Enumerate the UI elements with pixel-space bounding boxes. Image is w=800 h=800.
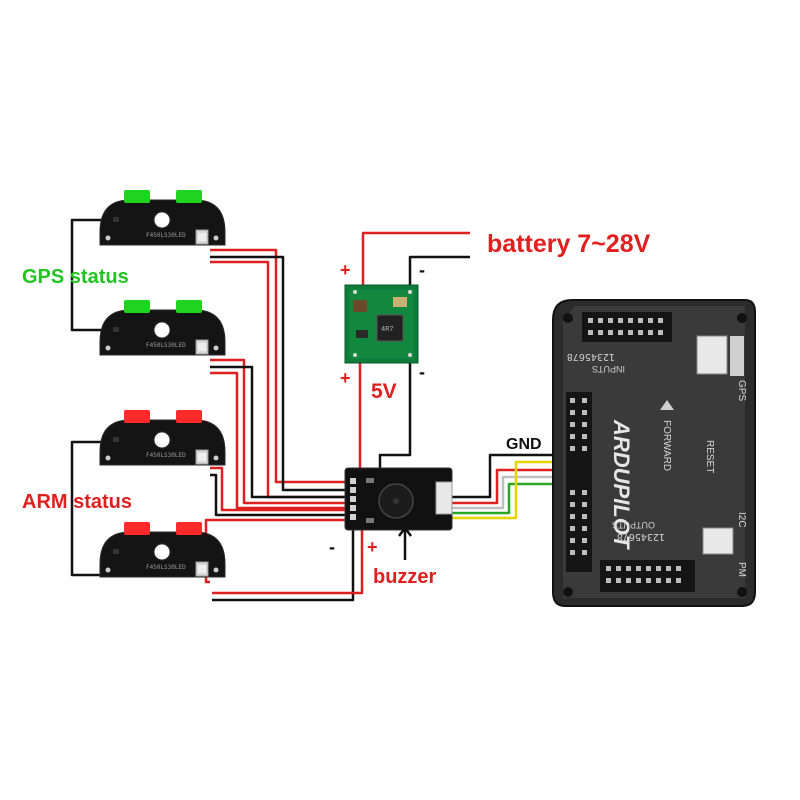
vout-label: 5V	[371, 380, 397, 403]
outputs-label: OUTPUTS	[612, 520, 655, 530]
led-board-arm-1: F450LS30LED	[99, 410, 226, 466]
i2c-port-label: I2C	[736, 512, 747, 528]
led-board-gps-1: F450LS30LED	[99, 190, 226, 246]
plus-label-input: +	[340, 260, 351, 280]
battery-positive-wire	[361, 231, 470, 286]
signal-wire-green	[452, 482, 575, 515]
battery-label: battery 7~28V	[487, 230, 651, 258]
minus-label-input: -	[419, 260, 425, 280]
gps-bracket	[70, 218, 112, 332]
battery-negative-wire	[408, 255, 470, 286]
buzzer-label: buzzer	[373, 566, 437, 588]
led-silk-label: F450LS30LED	[146, 342, 186, 349]
forward-arrow-icon	[660, 400, 674, 410]
led-silk-label: F450LS30LED	[146, 232, 186, 239]
plus-label-output: +	[340, 368, 351, 388]
reset-label: RESET	[704, 440, 715, 473]
signal-wire-red	[452, 468, 575, 505]
outputs-numbers: 12345678	[617, 531, 665, 542]
led-silk-label: F450LS30LED	[146, 564, 186, 571]
minus-label-module: -	[329, 537, 335, 557]
led-board-arm-2: F450LS30LED	[99, 522, 226, 578]
ardupilot-logo: ARDUPILOT	[609, 419, 634, 550]
module-negative-wire	[212, 530, 355, 602]
step-down-converter: 4R7	[344, 284, 419, 364]
minus-label-output: -	[419, 362, 425, 382]
inputs-numbers: 12345678	[567, 351, 615, 362]
flight-controller: 12345678 INPUTS ARDUPILOT FORWARD RESET …	[552, 299, 756, 607]
arm-status-label: ARM status	[22, 491, 132, 513]
led-silk-label: F450LS30LED	[146, 452, 186, 459]
wires	[70, 218, 575, 602]
forward-label: FORWARD	[661, 420, 672, 471]
led-board-gps-2: F450LS30LED	[99, 300, 226, 356]
inputs-label: INPUTS	[592, 364, 625, 374]
module-positive-wire	[212, 530, 364, 595]
signal-wire-yellow	[452, 460, 575, 520]
svg-text:4R7: 4R7	[381, 325, 394, 333]
gps-port-label: GPS	[736, 380, 747, 401]
gnd-label: GND	[506, 436, 542, 453]
buzzer-arrow-icon	[398, 525, 412, 560]
buzzer-module	[344, 467, 453, 531]
pm-port-label: PM	[736, 562, 747, 577]
signal-wire-white	[452, 475, 575, 510]
plus-label-module: +	[367, 537, 378, 557]
arm-bracket	[70, 440, 112, 577]
gnd-wire	[452, 453, 575, 499]
vout-negative-wire	[378, 362, 412, 468]
gps-status-label: GPS status	[22, 266, 129, 288]
